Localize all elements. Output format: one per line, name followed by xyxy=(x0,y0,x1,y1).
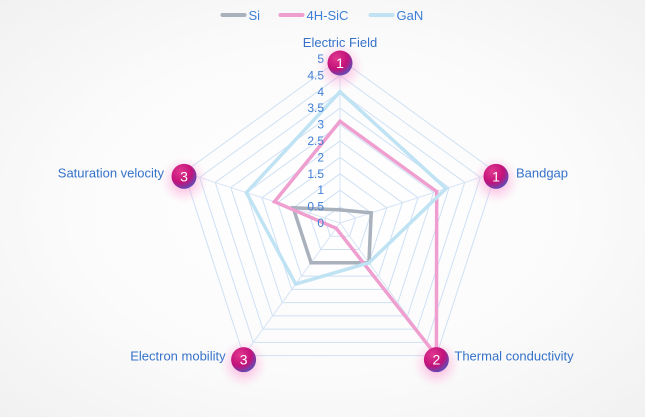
legend-item-gan[interactable]: GaN xyxy=(368,8,424,23)
legend-item-si[interactable]: Si xyxy=(220,8,261,23)
data-point-4h-sic xyxy=(334,226,338,231)
rank-badge-label: 2 xyxy=(432,352,440,368)
data-point-si xyxy=(369,211,373,215)
rank-badge xyxy=(423,347,449,373)
legend-label: GaN xyxy=(397,8,424,23)
axis-label-saturation-velocity: Saturation velocity xyxy=(58,165,165,180)
legend-label: Si xyxy=(249,8,261,23)
legend-label: 4H-SiC xyxy=(307,8,349,23)
grid-ring xyxy=(214,91,466,330)
grid-ring xyxy=(183,58,497,357)
axis-line xyxy=(339,171,497,224)
data-point-4h-sic xyxy=(338,119,342,124)
axis-line xyxy=(243,222,341,356)
series-line-si xyxy=(290,205,374,265)
radar-grid xyxy=(183,58,497,357)
data-point-gan xyxy=(244,190,249,195)
legend[interactable]: Si 4H-SiC GaN xyxy=(220,8,424,23)
tick-label: 1.5 xyxy=(307,167,324,181)
rank-badges: 1 1 2 3 3 xyxy=(160,43,520,388)
tick-label: 2 xyxy=(317,150,324,164)
data-point-4h-sic xyxy=(272,199,277,204)
tick-label: 0 xyxy=(317,216,324,230)
data-point-si xyxy=(309,261,313,265)
grid-ring xyxy=(323,205,357,237)
data-point-gan xyxy=(367,261,371,265)
grid-ring xyxy=(199,74,481,343)
tick-label: 1 xyxy=(317,183,324,197)
series-line-gan xyxy=(244,89,449,287)
axis-line xyxy=(183,171,341,224)
data-point-gan xyxy=(444,186,448,191)
rank-badge xyxy=(483,163,509,189)
tick-label: 3.5 xyxy=(307,101,324,115)
tick-label: 2.5 xyxy=(307,134,324,148)
grid-ring xyxy=(245,123,435,304)
series-line-4h-sic xyxy=(271,118,439,361)
grid-ring xyxy=(261,140,419,290)
series-layer xyxy=(244,89,449,361)
rank-badge xyxy=(327,50,353,76)
tick-label: 4 xyxy=(317,85,324,99)
rank-badge xyxy=(231,347,257,373)
axis-label-electric-field: Electric Field xyxy=(303,35,377,50)
data-point-gan xyxy=(293,282,298,286)
axis-label-thermal-conductivity: Thermal conductivity xyxy=(454,349,574,364)
tick-label: 0.5 xyxy=(307,200,324,214)
rank-badge-label: 1 xyxy=(336,55,344,71)
data-point-si xyxy=(338,208,342,212)
tick-label: 3 xyxy=(317,118,324,132)
axis-label-bandgap: Bandgap xyxy=(516,165,568,180)
rank-badge-label: 1 xyxy=(492,168,500,184)
legend-item-4h-sic[interactable]: 4H-SiC xyxy=(278,8,349,23)
rank-badge-label: 3 xyxy=(180,168,188,184)
rank-badge-label: 3 xyxy=(240,352,248,368)
grid-ring xyxy=(277,156,403,277)
data-point-4h-sic xyxy=(434,189,439,194)
axis-label-electron-mobility: Electron mobility xyxy=(130,349,226,364)
rank-badge xyxy=(171,163,197,189)
